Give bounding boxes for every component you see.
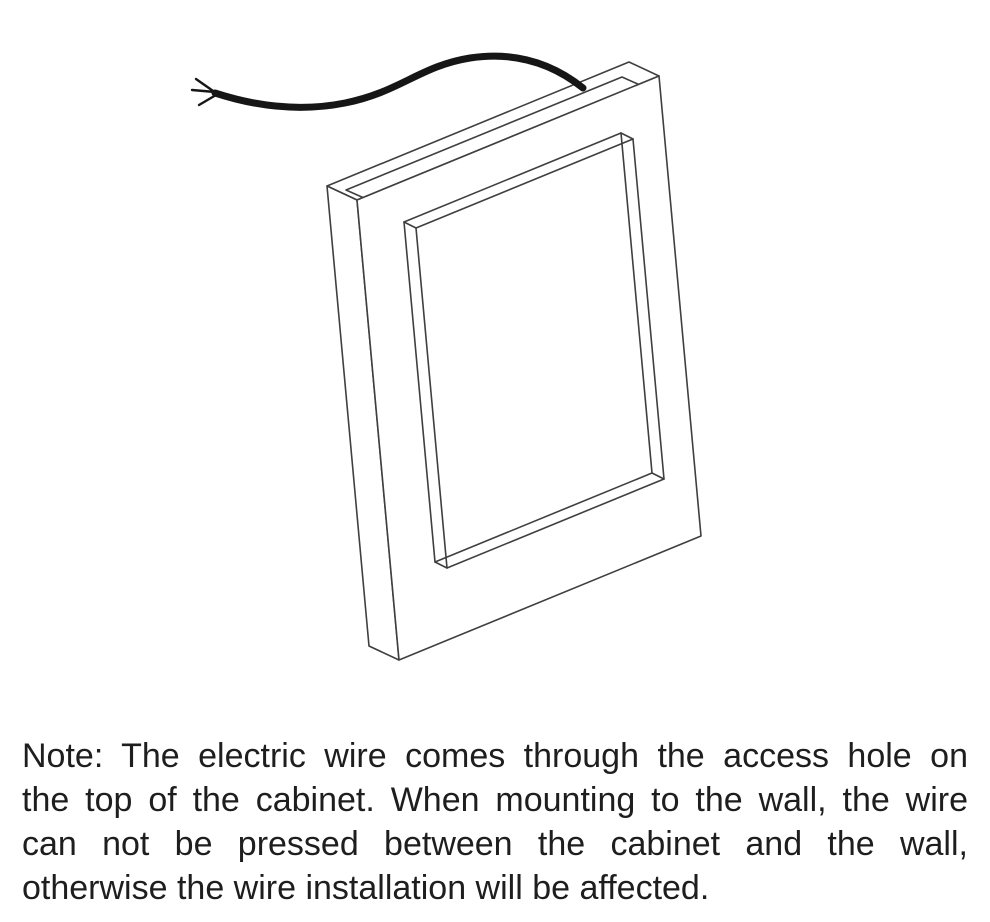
electric-wire (190, 52, 587, 111)
note-line-1: Note: The electric wire comes through th… (22, 737, 968, 775)
note-line-4: otherwise the wire installation will be … (22, 869, 710, 907)
note-line-2: the top of the cabinet. When mounting to… (22, 781, 968, 819)
recess-corner-edges (403, 132, 665, 569)
wire-frayed-end (190, 77, 218, 107)
cabinet-diagram (190, 52, 702, 661)
note-line-3: can not be pressed between the cabinet a… (22, 825, 968, 863)
note-text: Note: The electric wire comes through th… (0, 712, 990, 910)
cabinet-figure (190, 52, 702, 661)
cabinet-front-frame (356, 75, 702, 661)
cabinet-drawing (326, 61, 702, 661)
wire-cable (211, 52, 587, 111)
